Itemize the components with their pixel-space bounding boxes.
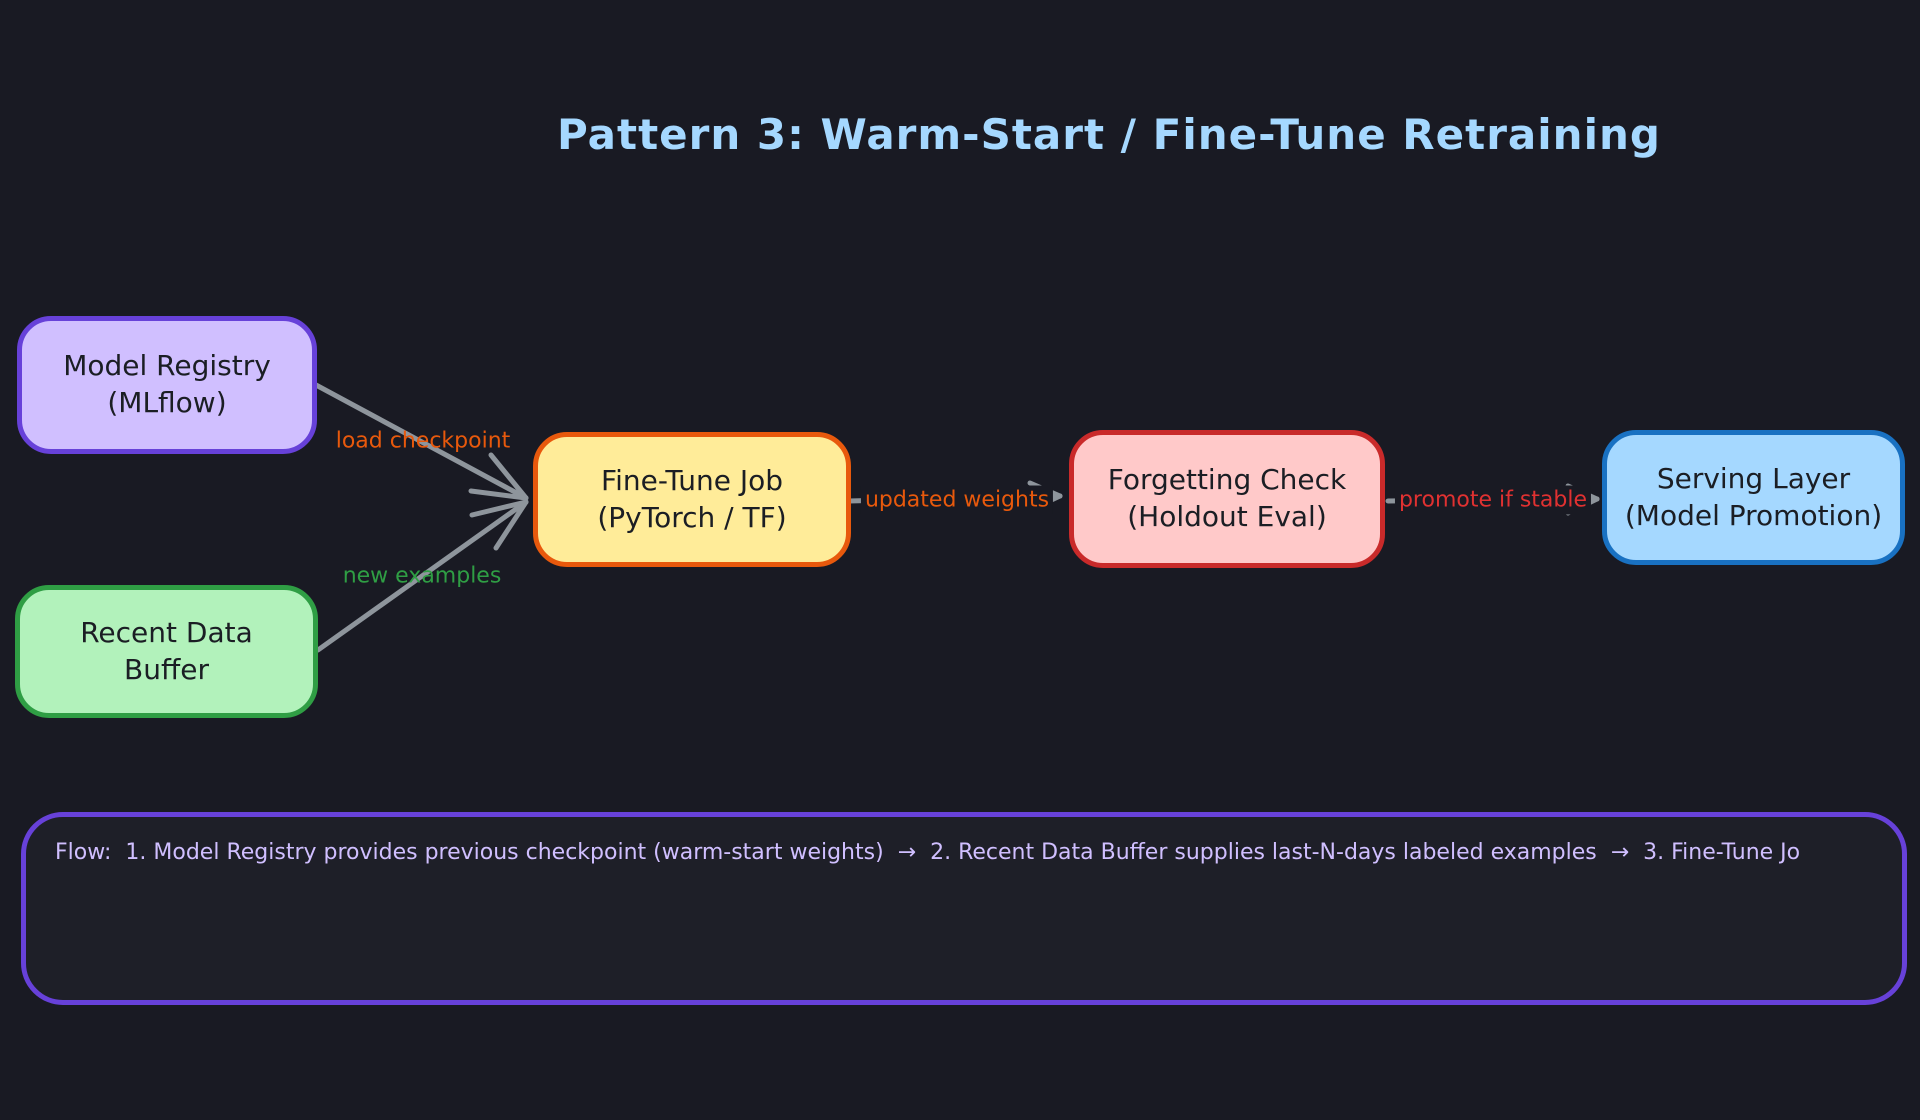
node-label: Serving Layer (1656, 461, 1851, 495)
node-label: Recent Data (80, 615, 253, 649)
arrow-load-checkpoint-wing (488, 452, 529, 501)
arrow-new-examples-wing (493, 499, 529, 551)
flow-note-text: Flow: 1. Model Registry provides previou… (55, 840, 1801, 865)
edge-label-new-examples: new examples (342, 563, 502, 589)
node-label: Model Registry (63, 349, 271, 383)
node-model-registry[interactable]: Model Registry (MLflow) (17, 316, 317, 454)
node-recent-data-buffer[interactable]: Recent Data Buffer (15, 585, 318, 718)
node-sublabel: (PyTorch / TF) (597, 500, 787, 534)
node-label: Forgetting Check (1107, 463, 1347, 497)
flow-note-box (21, 812, 1907, 1005)
node-sublabel: (Holdout Eval) (1127, 500, 1327, 533)
node-sublabel: (MLflow) (107, 386, 227, 419)
arrow-new-examples-wing (469, 499, 529, 518)
edge-label-updated-weights: updated weights (860, 485, 1054, 515)
edge-label-promote-if-stable: promote if stable (1394, 485, 1592, 515)
node-sublabel: Buffer (124, 652, 209, 686)
edge-label-load-checkpoint: load checkpoint (335, 428, 511, 454)
node-forgetting-check[interactable]: Forgetting Check (Holdout Eval) (1069, 430, 1385, 568)
arrow-load-checkpoint-wing (468, 488, 529, 501)
diagram-title: Pattern 3: Warm-Start / Fine-Tune Retrai… (557, 110, 1661, 159)
node-label: Fine-Tune Job (601, 463, 783, 497)
node-fine-tune-job[interactable]: Fine-Tune Job (PyTorch / TF) (533, 432, 851, 567)
node-serving-layer[interactable]: Serving Layer (Model Promotion) (1602, 430, 1905, 565)
node-sublabel: (Model Promotion) (1624, 498, 1883, 532)
